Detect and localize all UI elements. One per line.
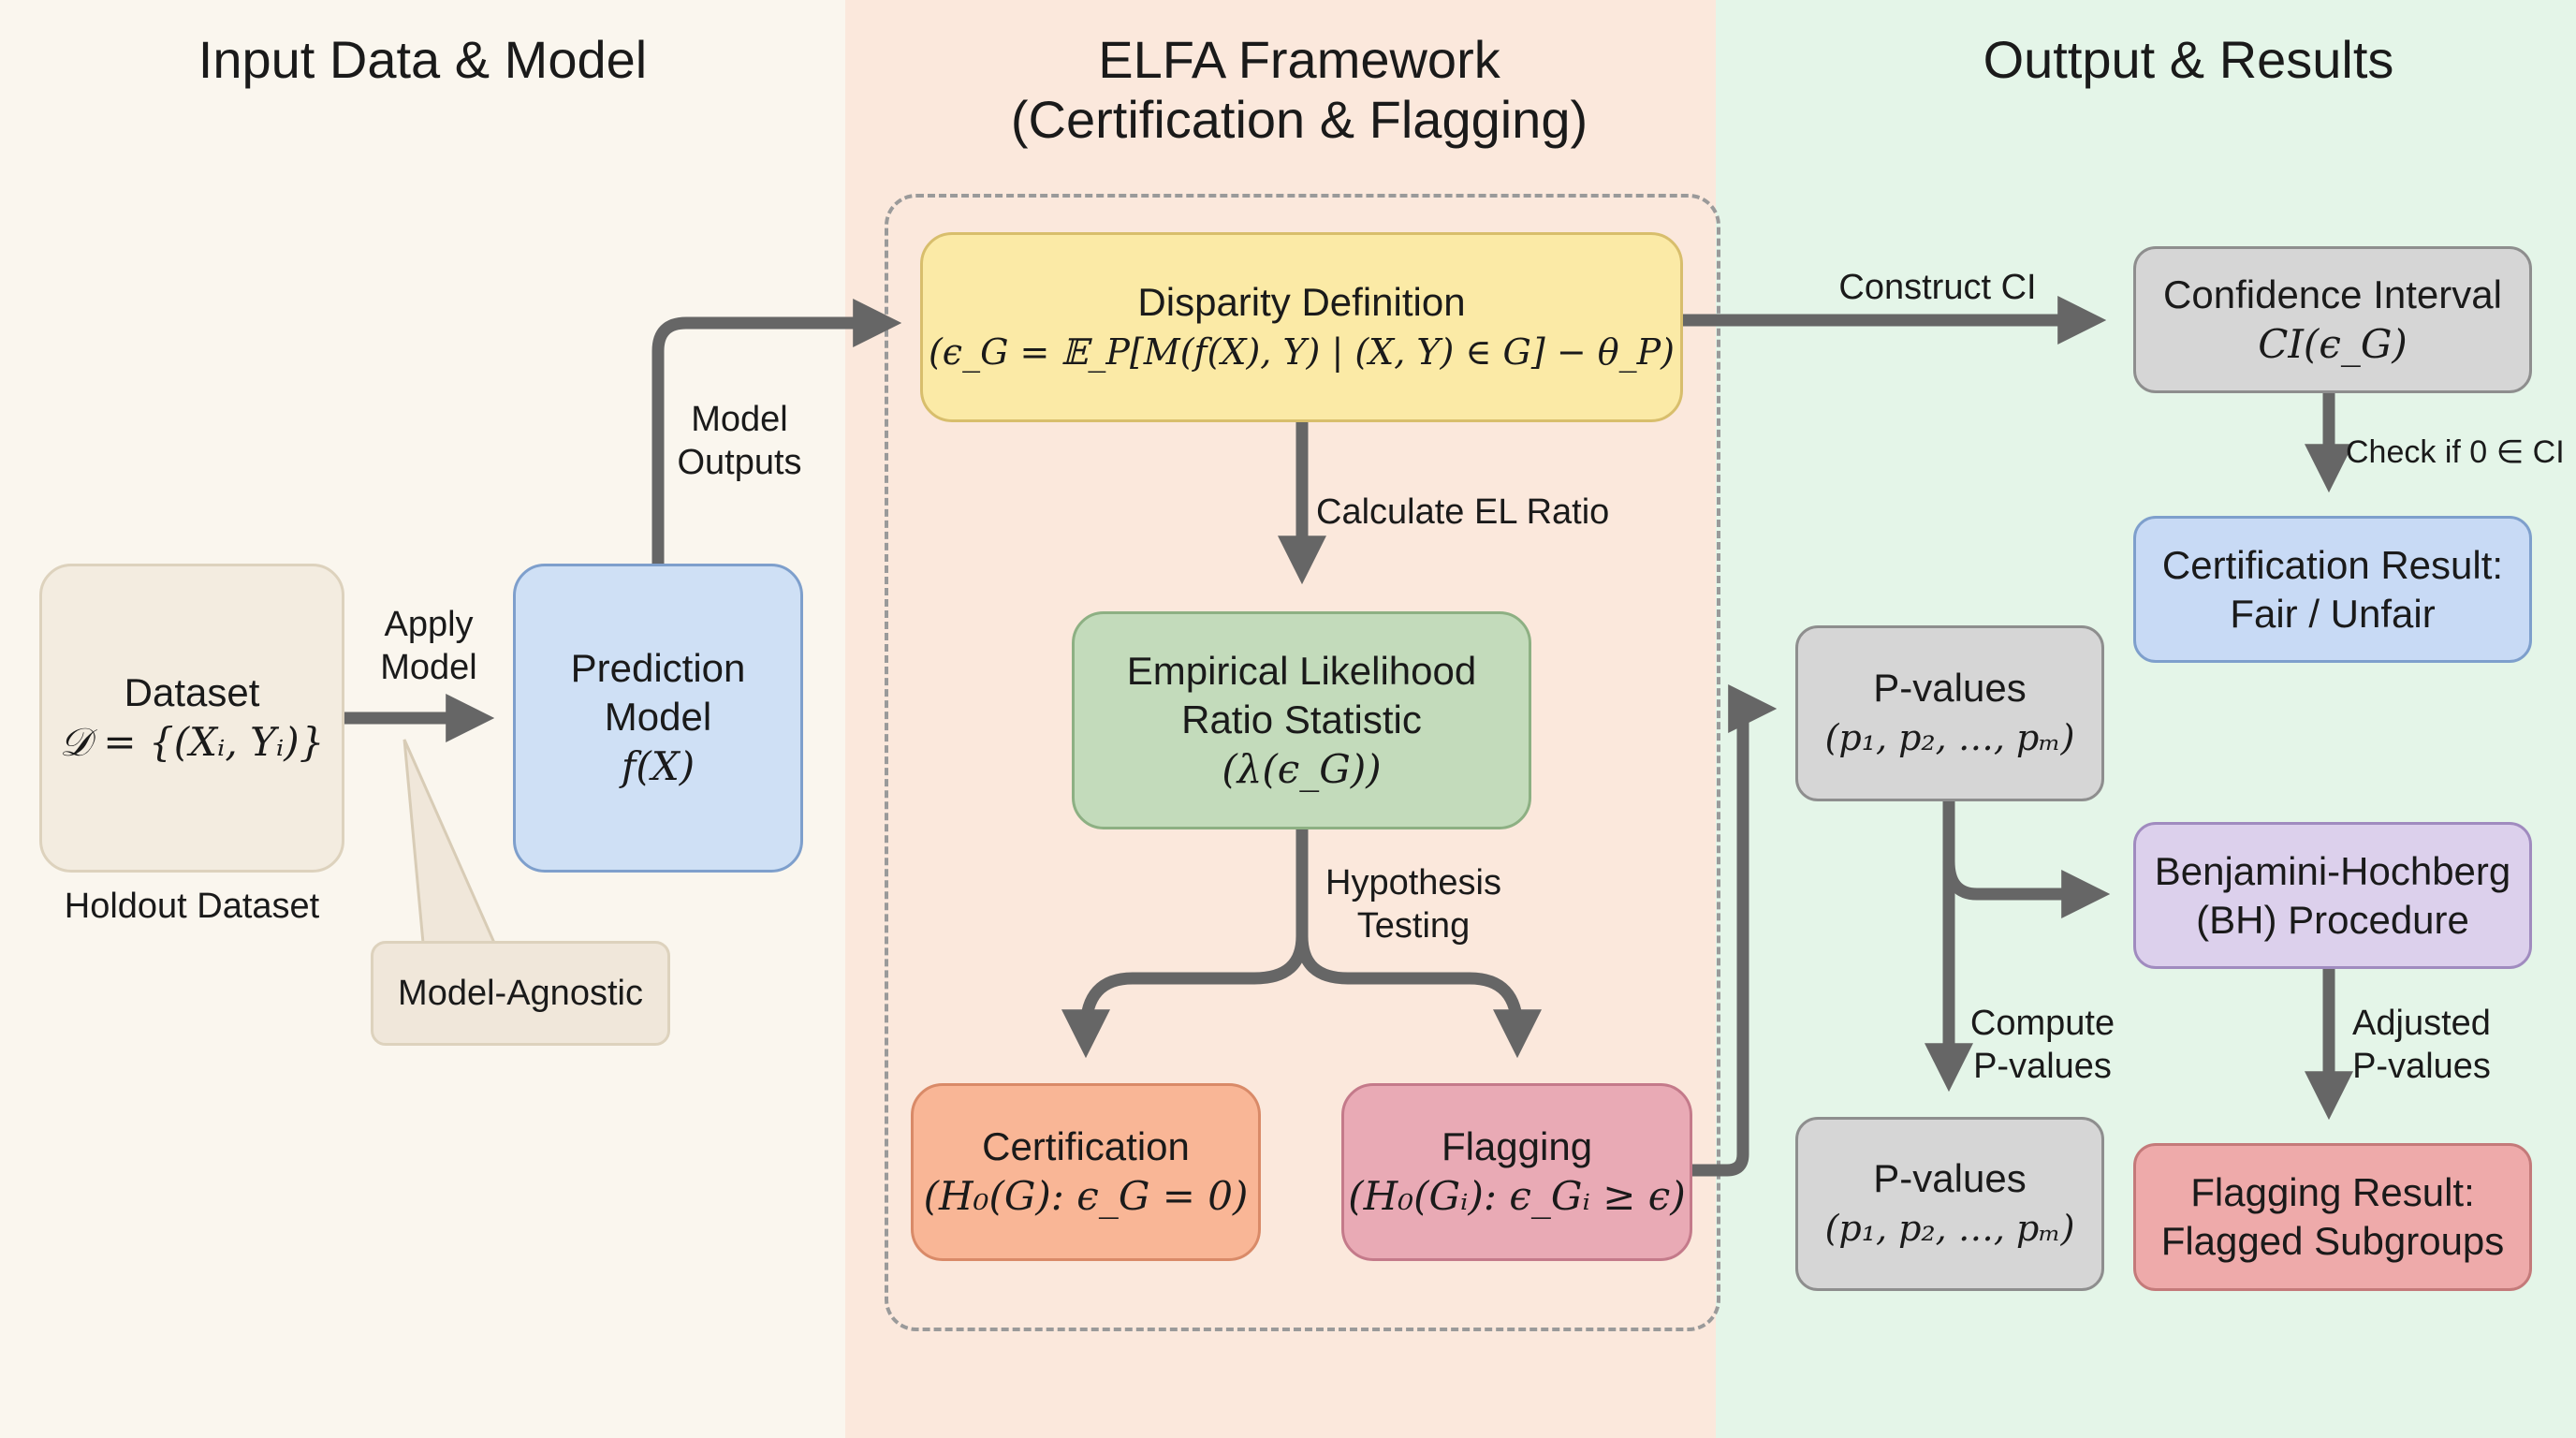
- heading-output: Outtput & Results: [1983, 30, 2394, 89]
- heading-input: Input Data & Model: [198, 30, 648, 89]
- dataset-caption: Holdout Dataset: [64, 887, 320, 926]
- certification-formula: (H₀(G): ϵ_G = 0): [923, 1173, 1249, 1219]
- disparity-formula: (ϵ_G = 𝔼_P[M(f(X), Y) | (X, Y) ∈ G] − θ_…: [928, 330, 1676, 373]
- node-certification[interactable]: Certification (H₀(G): ϵ_G = 0): [911, 1083, 1261, 1261]
- flagging-title: Flagging: [1441, 1124, 1593, 1168]
- prediction-title-line1: Prediction: [570, 646, 746, 690]
- node-pvalues-top[interactable]: P-values (p₁, p₂, …, pₘ): [1795, 625, 2104, 801]
- arrow-flagging-to-pvalues: [1692, 684, 1778, 1177]
- label-model-outputs-line1: Model: [691, 400, 788, 439]
- node-flagging-result[interactable]: Flagging Result: Flagged Subgroups: [2133, 1143, 2532, 1291]
- arrow-to-bh: [1942, 860, 2111, 918]
- node-confidence-interval[interactable]: Confidence Interval CI(ϵ_G): [2133, 246, 2532, 393]
- flag-result-line2: Flagged Subgroups: [2160, 1219, 2505, 1263]
- node-disparity-definition[interactable]: Disparity Definition (ϵ_G = 𝔼_P[M(f(X), …: [920, 232, 1683, 422]
- label-adjusted-pvalues: Adjusted P-values: [2337, 1002, 2506, 1088]
- label-model-outputs-line2: Outputs: [677, 443, 802, 482]
- bh-line1: Benjamini-Hochberg: [2154, 848, 2511, 893]
- callout-pointer: [402, 739, 497, 945]
- prediction-title-line2: Model: [604, 695, 712, 739]
- node-certification-result[interactable]: Certification Result: Fair / Unfair: [2133, 516, 2532, 663]
- prediction-formula: f(X): [621, 743, 695, 789]
- ci-formula: CI(ϵ_G): [2258, 320, 2408, 367]
- flagging-formula: (H₀(Gᵢ): ϵ_Gᵢ ≥ ϵ): [1348, 1173, 1686, 1219]
- pvalues-bottom-formula: (p₁, p₂, …, pₘ): [1824, 1208, 2075, 1249]
- pvalues-top-title: P-values: [1873, 666, 2027, 710]
- node-flagging[interactable]: Flagging (H₀(Gᵢ): ϵ_Gᵢ ≥ ϵ): [1341, 1083, 1692, 1261]
- el-title-line2: Ratio Statistic: [1181, 697, 1422, 741]
- node-dataset[interactable]: Dataset 𝒟 = {(Xᵢ, Yᵢ)}: [39, 564, 344, 873]
- dataset-title: Dataset: [124, 670, 260, 714]
- label-hypothesis-line1: Hypothesis: [1325, 863, 1501, 902]
- heading-framework-line1: ELFA Framework: [1098, 30, 1500, 89]
- disparity-title: Disparity Definition: [1137, 279, 1466, 324]
- cert-result-line2: Fair / Unfair: [2230, 591, 2436, 636]
- label-adjusted-line1: Adjusted: [2352, 1004, 2491, 1043]
- arrow-hypothesis-left: [1061, 829, 1309, 1059]
- node-pvalues-bottom[interactable]: P-values (p₁, p₂, …, pₘ): [1795, 1117, 2104, 1291]
- label-check-ci: Check if 0 ∈ CI: [2346, 434, 2565, 470]
- pvalues-top-formula: (p₁, p₂, …, pₘ): [1824, 717, 2075, 758]
- bh-line2: (BH) Procedure: [2196, 897, 2469, 942]
- flag-result-line1: Flagging Result:: [2190, 1170, 2475, 1214]
- callout-text: Model-Agnostic: [398, 974, 643, 1013]
- framework-boundary: [885, 194, 1720, 1331]
- label-model-outputs: Model Outputs: [665, 398, 814, 484]
- label-compute-line1: Compute: [1969, 1004, 2115, 1043]
- certification-title: Certification: [982, 1124, 1190, 1168]
- arrow-hypothesis-right: [1295, 935, 1542, 1059]
- label-compute-pvalues: Compute P-values: [1958, 1002, 2127, 1088]
- label-hypothesis-testing: Hypothesis Testing: [1310, 861, 1516, 947]
- el-title-line1: Empirical Likelihood: [1126, 648, 1477, 693]
- arrow-model-outputs: [651, 299, 902, 564]
- label-compute-line2: P-values: [1973, 1047, 2112, 1086]
- label-construct-ci: Construct CI: [1838, 268, 2037, 307]
- callout-model-agnostic: Model-Agnostic: [371, 941, 670, 1046]
- node-prediction-model[interactable]: Prediction Model f(X): [513, 564, 803, 873]
- ci-title: Confidence Interval: [2163, 271, 2502, 316]
- label-adjusted-line2: P-values: [2352, 1047, 2491, 1086]
- node-bh-procedure[interactable]: Benjamini-Hochberg (BH) Procedure: [2133, 822, 2532, 969]
- node-el-statistic[interactable]: Empirical Likelihood Ratio Statistic (λ(…: [1072, 611, 1531, 829]
- cert-result-line1: Certification Result:: [2161, 542, 2504, 587]
- dataset-formula: 𝒟 = {(Xᵢ, Yᵢ)}: [59, 719, 325, 765]
- label-apply-model: Apply Model: [344, 603, 513, 689]
- label-calculate-el: Calculate EL Ratio: [1316, 492, 1610, 532]
- el-formula: (λ(ϵ_G)): [1222, 745, 1382, 792]
- label-hypothesis-line2: Testing: [1356, 906, 1471, 946]
- label-apply-model-line2: Model: [380, 648, 477, 687]
- label-apply-model-line1: Apply: [384, 605, 474, 644]
- pvalues-bottom-title: P-values: [1873, 1156, 2027, 1200]
- heading-framework-line2: (Certification & Flagging): [1010, 90, 1588, 149]
